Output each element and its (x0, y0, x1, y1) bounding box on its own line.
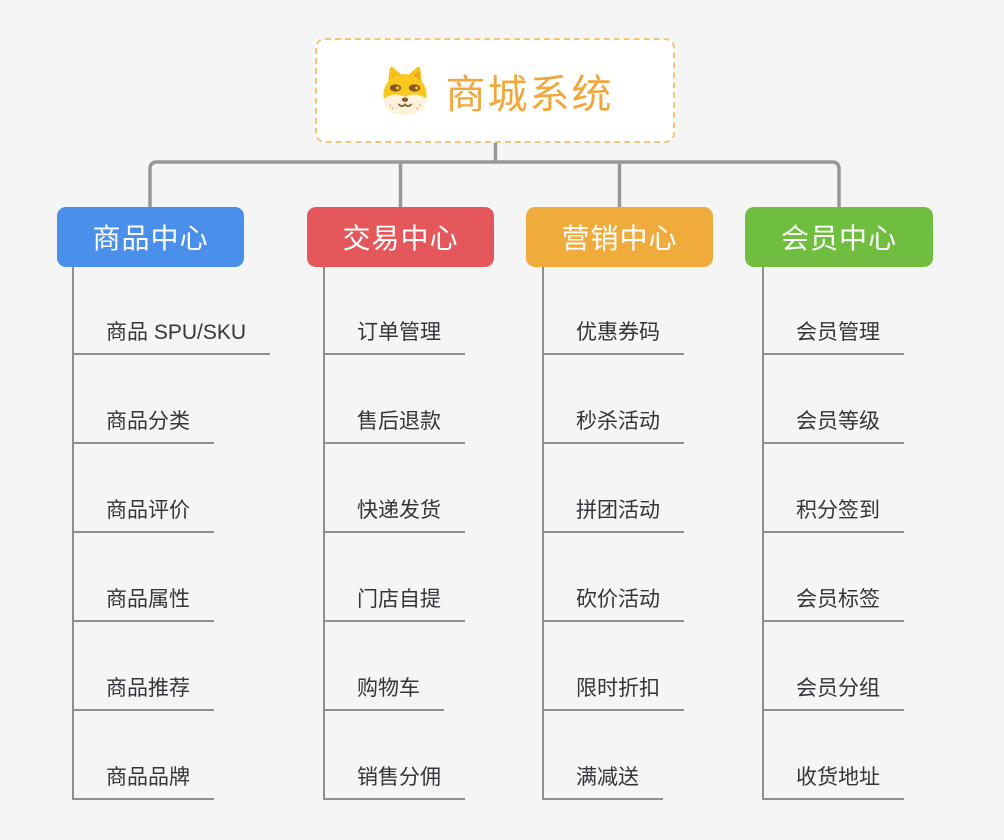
leaf-node[interactable]: 销售分佣 (323, 763, 465, 800)
shiba-dog-icon (382, 66, 427, 115)
leaf-node[interactable]: 积分签到 (762, 496, 904, 533)
branch-children-line (323, 267, 325, 800)
leaf-node[interactable]: 会员管理 (762, 318, 904, 355)
leaf-node[interactable]: 会员分组 (762, 674, 904, 711)
leaf-node[interactable]: 门店自提 (323, 585, 465, 622)
leaf-node[interactable]: 售后退款 (323, 407, 465, 444)
branch-node-product-center[interactable]: 商品中心 (57, 207, 244, 267)
leaf-node[interactable]: 商品评价 (72, 496, 214, 533)
branch-node-trade-center[interactable]: 交易中心 (307, 207, 494, 267)
root-title: 商城系统 (445, 72, 614, 117)
leaf-node[interactable]: 订单管理 (323, 318, 465, 355)
leaf-node[interactable]: 秒杀活动 (542, 407, 684, 444)
branch-children-line (72, 267, 74, 800)
branch-children-line (542, 267, 544, 800)
branch-node-member-center[interactable]: 会员中心 (745, 207, 933, 267)
leaf-node[interactable]: 会员等级 (762, 407, 904, 444)
leaf-node[interactable]: 商品 SPU/SKU (72, 318, 271, 355)
leaf-node[interactable]: 商品品牌 (72, 763, 214, 800)
leaf-node[interactable]: 拼团活动 (542, 496, 684, 533)
leaf-node[interactable]: 商品属性 (72, 585, 214, 622)
leaf-node[interactable]: 限时折扣 (542, 674, 684, 711)
branch-node-marketing-center[interactable]: 营销中心 (526, 207, 713, 267)
leaf-node[interactable]: 快递发货 (323, 496, 465, 533)
root-node[interactable]: 商城系统 (315, 38, 675, 143)
leaf-node[interactable]: 收货地址 (762, 763, 904, 800)
leaf-node[interactable]: 满减送 (542, 763, 663, 800)
branch-children-line (762, 267, 764, 800)
leaf-node[interactable]: 优惠券码 (542, 318, 684, 355)
leaf-node[interactable]: 会员标签 (762, 585, 904, 622)
leaf-node[interactable]: 商品推荐 (72, 674, 214, 711)
leaf-node[interactable]: 砍价活动 (542, 585, 684, 622)
leaf-node[interactable]: 购物车 (323, 674, 444, 711)
leaf-node[interactable]: 商品分类 (72, 407, 214, 444)
